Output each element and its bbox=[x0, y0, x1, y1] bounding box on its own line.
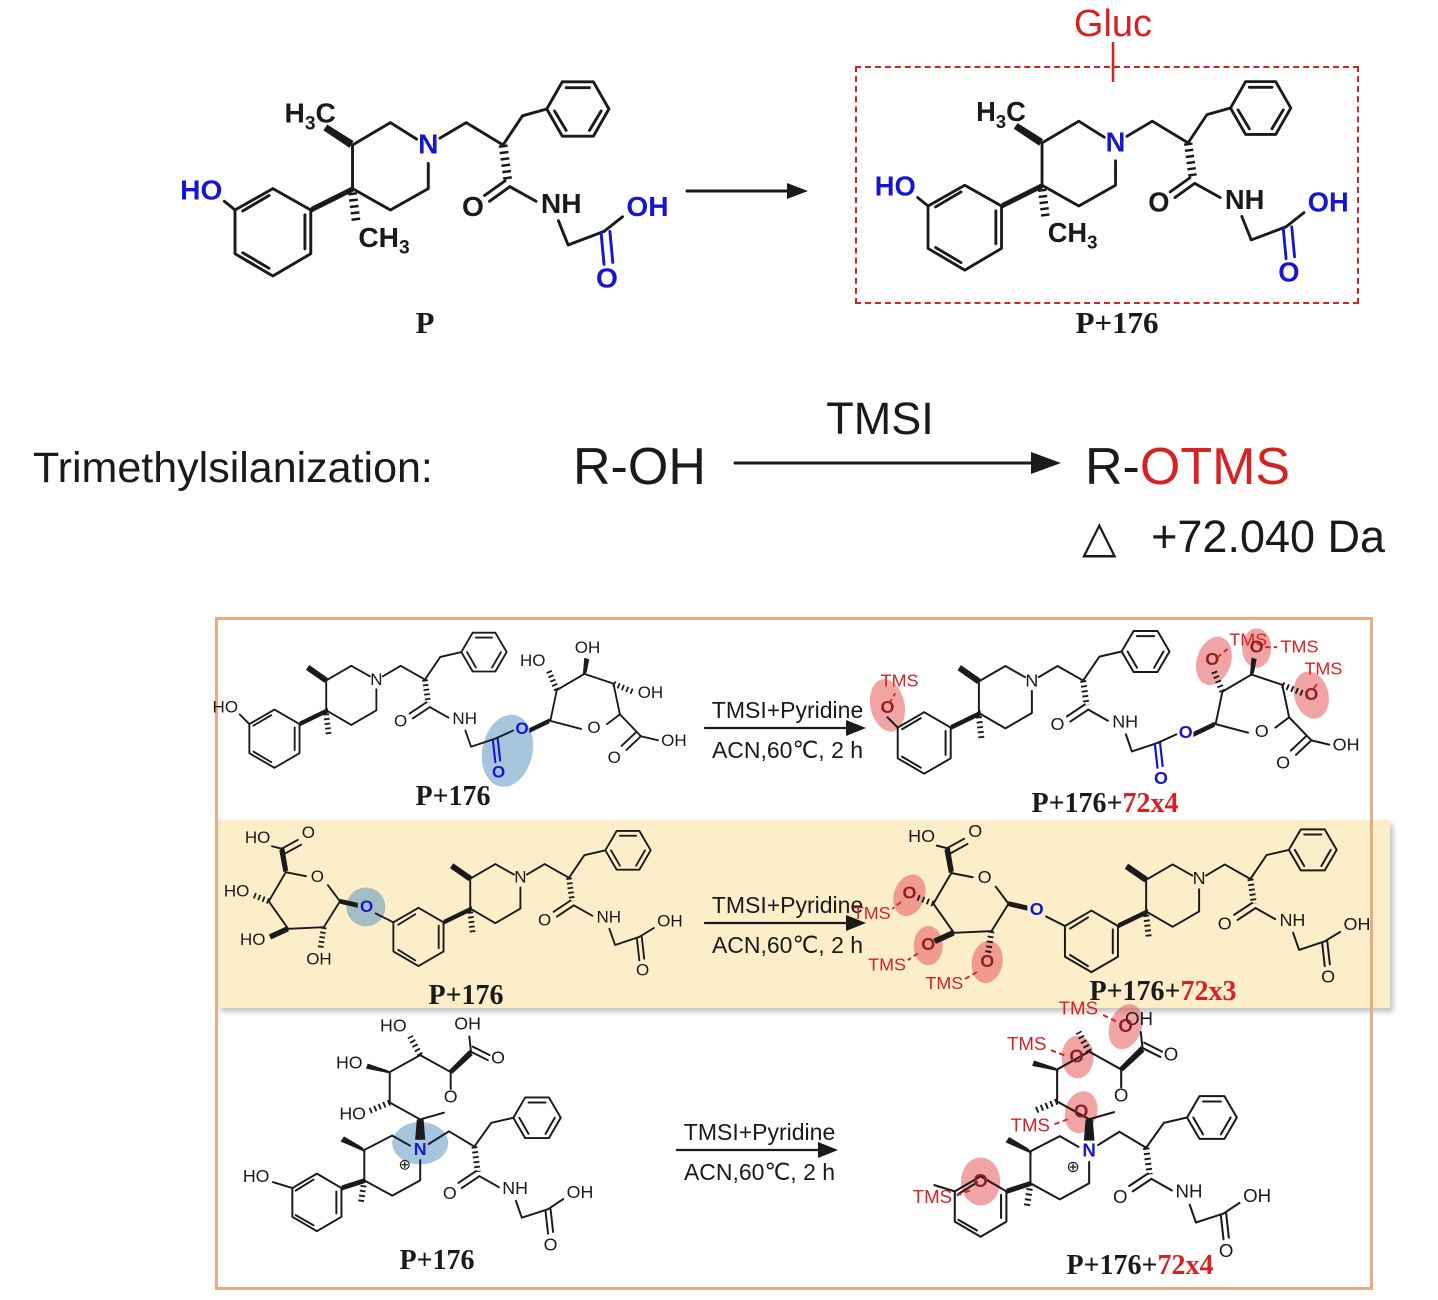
structure-row3-product: O TMS O TMS O TMS O TMS bbox=[913, 997, 1365, 1267]
row1-conditions: ACN,60℃, 2 h bbox=[711, 737, 864, 763]
structure-row1-product: O TMS O TMS O TMS O TMS bbox=[869, 625, 1363, 813]
row1-product-prefix: P+176+ bbox=[1031, 788, 1123, 819]
atom-sugar-o2: O bbox=[1250, 636, 1264, 656]
reaction-arrow-row3 bbox=[675, 1142, 838, 1158]
highlight-tms-1 bbox=[893, 874, 926, 916]
reaction-panel bbox=[215, 617, 1373, 1290]
row2-conditions: ACN,60℃, 2 h bbox=[711, 932, 864, 958]
tms-section-title: Trimethylsilanization: bbox=[33, 444, 433, 492]
highlight-tms-3 bbox=[1293, 671, 1329, 719]
structure-row3-reactant: HO HO HO HO bbox=[243, 1006, 732, 1260]
atom-sugar-o1: O bbox=[1205, 649, 1219, 669]
delta-triangle-icon: △ bbox=[1082, 511, 1117, 562]
structure-P176 bbox=[863, 72, 1353, 308]
atom-sugar-ho2: HO bbox=[336, 1053, 363, 1073]
tms-arrow-reagent: TMSI bbox=[826, 393, 934, 444]
p176-label: P+176 bbox=[1075, 305, 1159, 340]
tms-label-3: TMS bbox=[1304, 659, 1342, 679]
atom-sugar-o1: O bbox=[902, 883, 916, 903]
atom-sugar-ho1: HO bbox=[224, 881, 249, 900]
atom-sugar-o3: O bbox=[980, 951, 994, 971]
tms-label-phenol: TMS bbox=[913, 1186, 952, 1207]
tms-product: R-OTMS bbox=[1085, 437, 1290, 497]
row2-reactant-label: P+176 bbox=[428, 980, 504, 1011]
row3-reagent: TMSI+Pyridine bbox=[683, 1119, 836, 1145]
row3-product-prefix: P+176+ bbox=[1066, 1250, 1158, 1281]
p-label: P bbox=[415, 305, 435, 340]
reaction-arrow-row2 bbox=[703, 915, 866, 931]
glucuronide-highlight-box bbox=[855, 66, 1359, 304]
structure-row2-reactant: HO HO OH bbox=[224, 822, 706, 1000]
structure-row2-product: O TMS O TMS O TMS bbox=[853, 820, 1373, 993]
row1-reactant-label: P+176 bbox=[415, 781, 491, 812]
tms-label-2: TMS bbox=[1007, 1033, 1046, 1054]
atom-phenol-ho: HO bbox=[243, 1166, 270, 1186]
atom-sugar-ho1: HO bbox=[380, 1015, 407, 1035]
highlight-tms-2 bbox=[913, 925, 943, 966]
row3-product-label: P+176+72x4 bbox=[1020, 1250, 1260, 1282]
row1-product-suffix: 72x4 bbox=[1122, 788, 1179, 819]
row2-reagent: TMSI+Pyridine bbox=[711, 892, 864, 918]
row3-reactant-label: P+176 bbox=[399, 1245, 475, 1276]
row1-reagent: TMSI+Pyridine bbox=[711, 697, 864, 723]
row3-conditions: ACN,60℃, 2 h bbox=[683, 1159, 836, 1185]
row2-product-label: P+176+72x3 bbox=[1043, 976, 1283, 1008]
atom-sugar-oh: OH bbox=[306, 949, 331, 968]
atom-phenol-o: O bbox=[973, 1170, 988, 1191]
atom-sugar-o2: O bbox=[1069, 1045, 1084, 1066]
gluc-pointer-line bbox=[1111, 42, 1115, 82]
tms-product-otms: OTMS bbox=[1139, 438, 1291, 496]
highlight-tms-3 bbox=[971, 940, 1003, 984]
atom-phenol-ho: HO bbox=[213, 698, 238, 717]
atom-sugar-o2: O bbox=[921, 934, 935, 954]
tms-label-2: TMS bbox=[1281, 636, 1319, 656]
highlight-ester-blue bbox=[481, 714, 534, 787]
highlight-tms-phenol bbox=[869, 679, 906, 732]
tms-label-1: TMS bbox=[1059, 997, 1098, 1018]
tms-label-3: TMS bbox=[1011, 1115, 1050, 1136]
tms-label-1: TMS bbox=[1229, 630, 1267, 650]
row2-product-suffix: 72x3 bbox=[1180, 976, 1237, 1007]
tms-label-2: TMS bbox=[868, 954, 906, 974]
highlight-tms-1 bbox=[1195, 636, 1232, 686]
atom-sugar-ho3: HO bbox=[339, 1103, 366, 1123]
structure-P bbox=[168, 72, 673, 315]
row3-product-suffix: 72x4 bbox=[1157, 1250, 1214, 1281]
tms-product-prefix: R- bbox=[1085, 438, 1140, 496]
reaction-arrow-tms bbox=[733, 452, 1061, 474]
atom-sugar-o3: O bbox=[1304, 684, 1318, 704]
atom-sugar-ho: HO bbox=[520, 651, 545, 670]
atom-phenol-o: O bbox=[880, 697, 894, 717]
atom-sugar-oh2: OH bbox=[638, 683, 663, 702]
highlight-tms-2 bbox=[1242, 628, 1272, 668]
structure-row1-reactant: HO HO OH OH bbox=[213, 627, 706, 787]
tms-label-phenol: TMS bbox=[881, 671, 919, 691]
reaction-arrow-top bbox=[685, 183, 808, 199]
row2-product-prefix: P+176+ bbox=[1089, 976, 1181, 1007]
atom-sugar-o3: O bbox=[1074, 1100, 1089, 1121]
reaction-arrow-row1 bbox=[703, 720, 866, 736]
tms-label-3: TMS bbox=[925, 973, 963, 993]
delta-mass: +72.040 Da bbox=[1151, 511, 1386, 562]
tms-label-1: TMS bbox=[853, 903, 891, 923]
row1-product-label: P+176+72x4 bbox=[985, 788, 1225, 820]
gluc-label: Gluc bbox=[1073, 3, 1153, 45]
tms-delta-row: △ +72.040 Da bbox=[1082, 510, 1385, 563]
atom-sugar-ho2: HO bbox=[240, 930, 265, 949]
atom-sugar-oh1: OH bbox=[575, 638, 600, 657]
highlight-tms-phenol bbox=[961, 1157, 1001, 1206]
atom-sugar-o1: O bbox=[1118, 1015, 1133, 1036]
tms-reactant: R-OH bbox=[573, 438, 706, 496]
